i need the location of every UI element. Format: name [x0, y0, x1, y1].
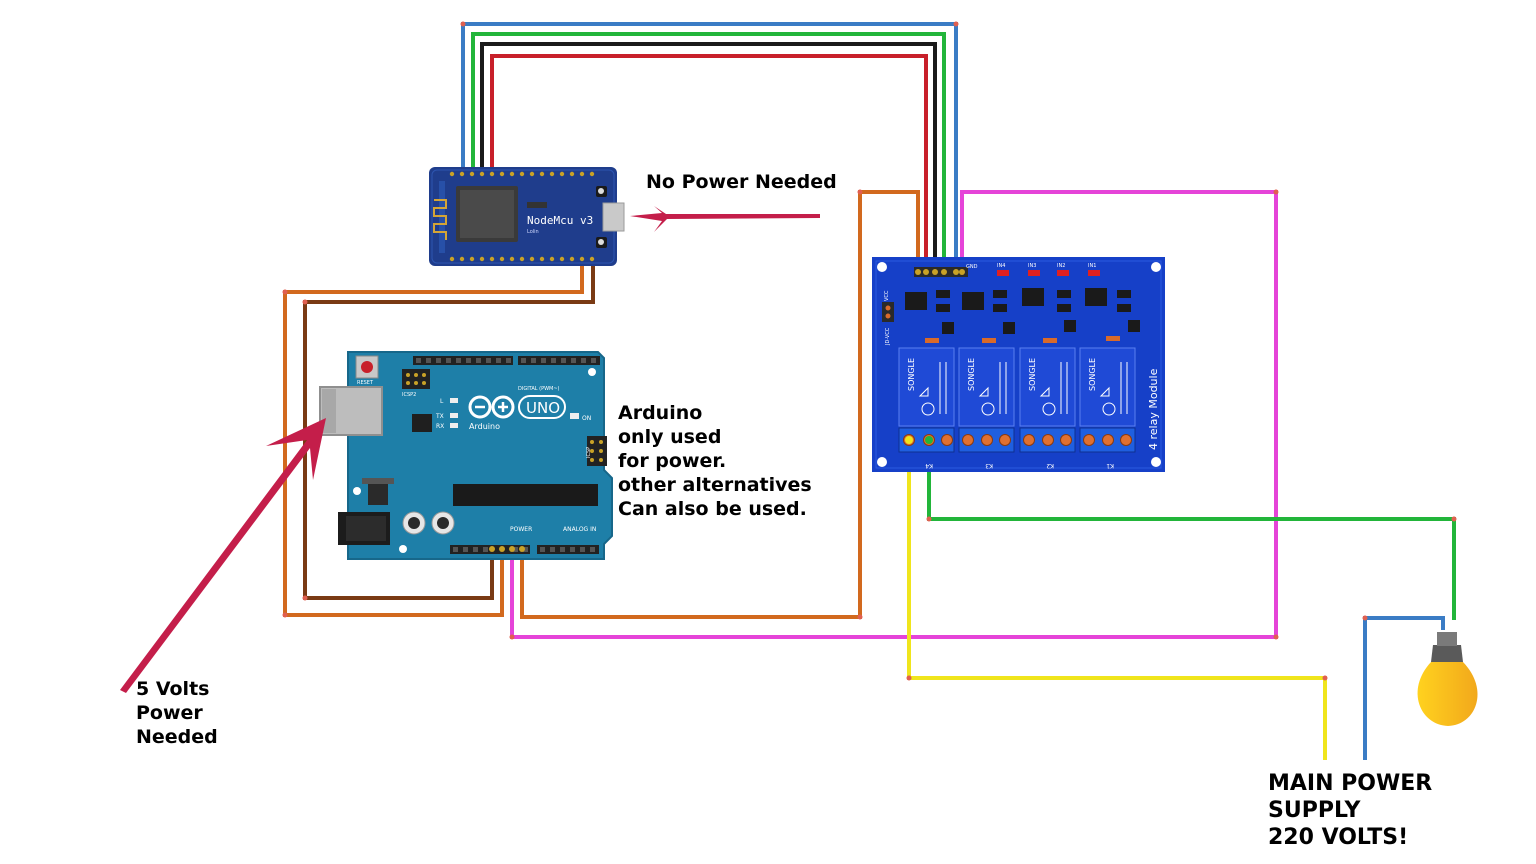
relay-k2: SONGLE	[1019, 347, 1076, 427]
antenna	[433, 199, 447, 240]
arduino-note-line: Arduino	[618, 402, 703, 424]
relay-brand-k4: SONGLE	[907, 358, 916, 391]
main-power-line: 220 VOLTS!	[1268, 825, 1409, 850]
wire-black	[480, 42, 937, 272]
main-power-note: MAIN POWER SUPPLY 220 VOLTS!	[1268, 770, 1432, 851]
k4-label: K4	[925, 462, 933, 469]
arduino-note-line: other alternatives	[618, 474, 812, 496]
relay-module-label: 4 relay Module	[1147, 368, 1160, 450]
nodemcu-sublabel: Lolin	[527, 229, 539, 235]
led-l-label: L	[440, 398, 444, 405]
wire-blue-load	[1363, 616, 1445, 760]
light-bulb-icon	[1417, 632, 1478, 726]
arduino-note-line: Can also be used.	[618, 498, 807, 520]
relay-k1: SONGLE	[1079, 347, 1136, 427]
led-rx-label: RX	[436, 423, 444, 430]
wire-green	[471, 32, 946, 272]
relay-brand-k3: SONGLE	[967, 358, 976, 391]
digital-label: DIGITAL (PWM~)	[518, 386, 560, 392]
arduino-note-line: only used	[618, 426, 722, 448]
relay-gnd-label: GND	[966, 264, 978, 270]
nodemcu-board: NodeMcu v3 Lolin	[429, 167, 625, 266]
power-label: POWER	[510, 526, 532, 533]
wire-orange-node	[283, 262, 584, 617]
k3-label: K3	[985, 462, 993, 469]
pointer-arrow-icon-large	[120, 418, 326, 693]
no-power-text: No Power Needed	[646, 171, 837, 193]
arduino-model-label: UNO	[526, 399, 560, 417]
relay-module: GND IN4 IN3 IN2 IN1 VCC JD-VCC SONGLE	[872, 257, 1165, 472]
wires	[282, 21, 1457, 760]
relay-brand-k1: SONGLE	[1088, 358, 1097, 391]
on-led-label: ON	[582, 415, 591, 422]
five-volts-note: 5 Volts Power Needed	[136, 677, 218, 749]
arduino-board: RESET ICSP2 DIGITAL (PWM~) L TX RX Ardui…	[319, 351, 613, 560]
arduino-note-line: for power.	[618, 450, 727, 472]
arduino-logo	[468, 395, 515, 419]
five-volts-line: Power	[136, 702, 203, 724]
five-volts-line: Needed	[136, 726, 218, 748]
wire-blue	[461, 22, 958, 272]
arduino-brand-label: Arduino	[469, 422, 500, 431]
vcc-label: VCC	[884, 290, 890, 301]
reset-label: RESET	[357, 380, 374, 386]
pointer-arrow-icon	[630, 206, 820, 232]
k1-label: K1	[1106, 462, 1114, 469]
nodemcu-bottom-pins	[449, 256, 595, 262]
icsp-label: ICSP	[586, 447, 592, 458]
analog-label: ANALOG IN	[563, 526, 596, 533]
screw-terminals	[898, 427, 1136, 453]
in1-label: IN1	[1088, 263, 1096, 269]
k2-label: K2	[1046, 462, 1054, 469]
nodemcu-label: NodeMcu v3	[527, 214, 593, 227]
nodemcu-top-pins	[449, 171, 595, 177]
in2-label: IN2	[1057, 263, 1065, 269]
led-tx-label: TX	[435, 413, 444, 420]
wire-green-load	[927, 440, 1456, 620]
relay-k3: SONGLE	[958, 347, 1015, 427]
icsp2-label: ICSP2	[402, 392, 416, 398]
main-power-line: SUPPLY	[1268, 798, 1361, 823]
in3-label: IN3	[1028, 263, 1036, 269]
relay-k4: SONGLE	[898, 347, 955, 427]
jdvcc-label: JD-VCC	[885, 327, 891, 346]
in4-label: IN4	[997, 263, 1005, 269]
wire-yellow	[907, 440, 1327, 760]
main-power-line: MAIN POWER	[1268, 771, 1433, 796]
no-power-note: No Power Needed	[646, 170, 837, 194]
five-volts-line: 5 Volts	[136, 678, 210, 700]
wire-red	[490, 54, 928, 272]
arduino-note: Arduino only used for power. other alter…	[618, 401, 812, 521]
wire-magenta	[510, 190, 1278, 639]
relay-brand-k2: SONGLE	[1028, 358, 1037, 391]
wire-orange-relay	[520, 190, 920, 619]
